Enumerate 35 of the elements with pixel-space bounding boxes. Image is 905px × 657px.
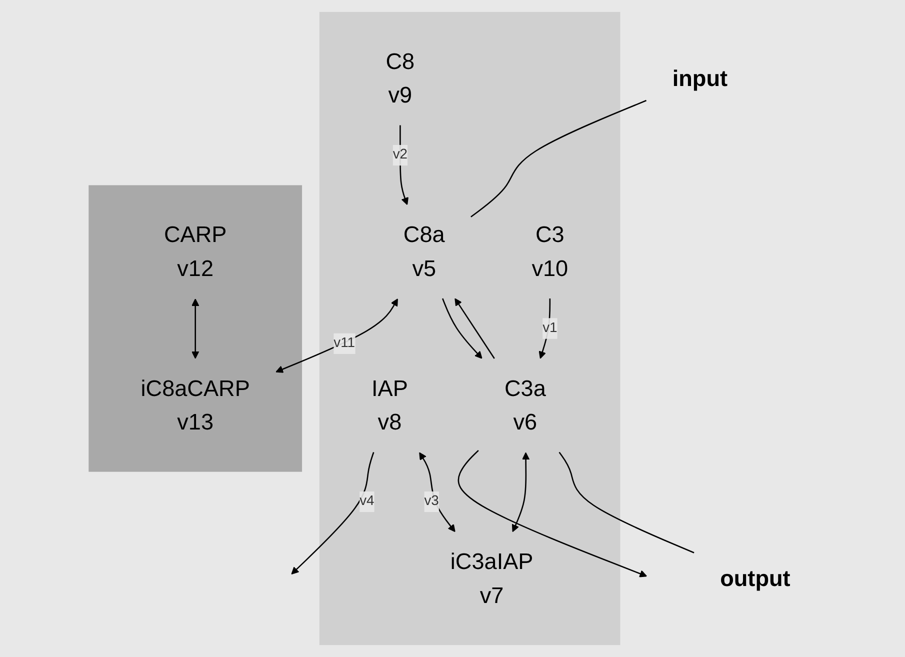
node-label: v12 bbox=[177, 255, 214, 282]
node-text: iC8aCARP bbox=[140, 374, 250, 402]
edge-label: v1 bbox=[542, 320, 558, 336]
node-label: v7 bbox=[480, 582, 504, 608]
arrow bbox=[400, 125, 408, 206]
cluster bbox=[319, 12, 620, 646]
node-text: CARP bbox=[164, 221, 227, 248]
edge-label: v4 bbox=[360, 494, 374, 509]
node-text: output bbox=[720, 565, 790, 592]
node-label: v10 bbox=[532, 255, 568, 282]
node-text: C8 bbox=[386, 48, 415, 74]
arrow bbox=[458, 450, 648, 578]
node-label: v13 bbox=[177, 408, 214, 435]
arrow bbox=[419, 452, 456, 532]
cluster bbox=[88, 185, 302, 472]
node-label: v5 bbox=[412, 255, 436, 282]
arrow bbox=[276, 298, 398, 373]
edge-label: v11 bbox=[334, 336, 356, 351]
edge-label: v3 bbox=[424, 494, 439, 509]
arrow bbox=[512, 452, 530, 532]
arrow bbox=[291, 452, 374, 574]
arrow bbox=[538, 298, 551, 359]
node-text: iC3aIAP bbox=[450, 548, 534, 574]
node-label: v9 bbox=[388, 82, 412, 108]
node-label: v6 bbox=[513, 408, 538, 435]
edge-label: v2 bbox=[392, 147, 408, 162]
node-label: v8 bbox=[378, 408, 402, 435]
node-text: C3 bbox=[535, 221, 564, 248]
arrow bbox=[442, 298, 482, 359]
node-text: IAP bbox=[372, 374, 408, 402]
node-text: input bbox=[672, 64, 728, 91]
node-text: C8a bbox=[403, 221, 445, 248]
arrow bbox=[454, 298, 495, 359]
arrow bbox=[192, 298, 200, 359]
node-text: C3a bbox=[504, 374, 546, 402]
